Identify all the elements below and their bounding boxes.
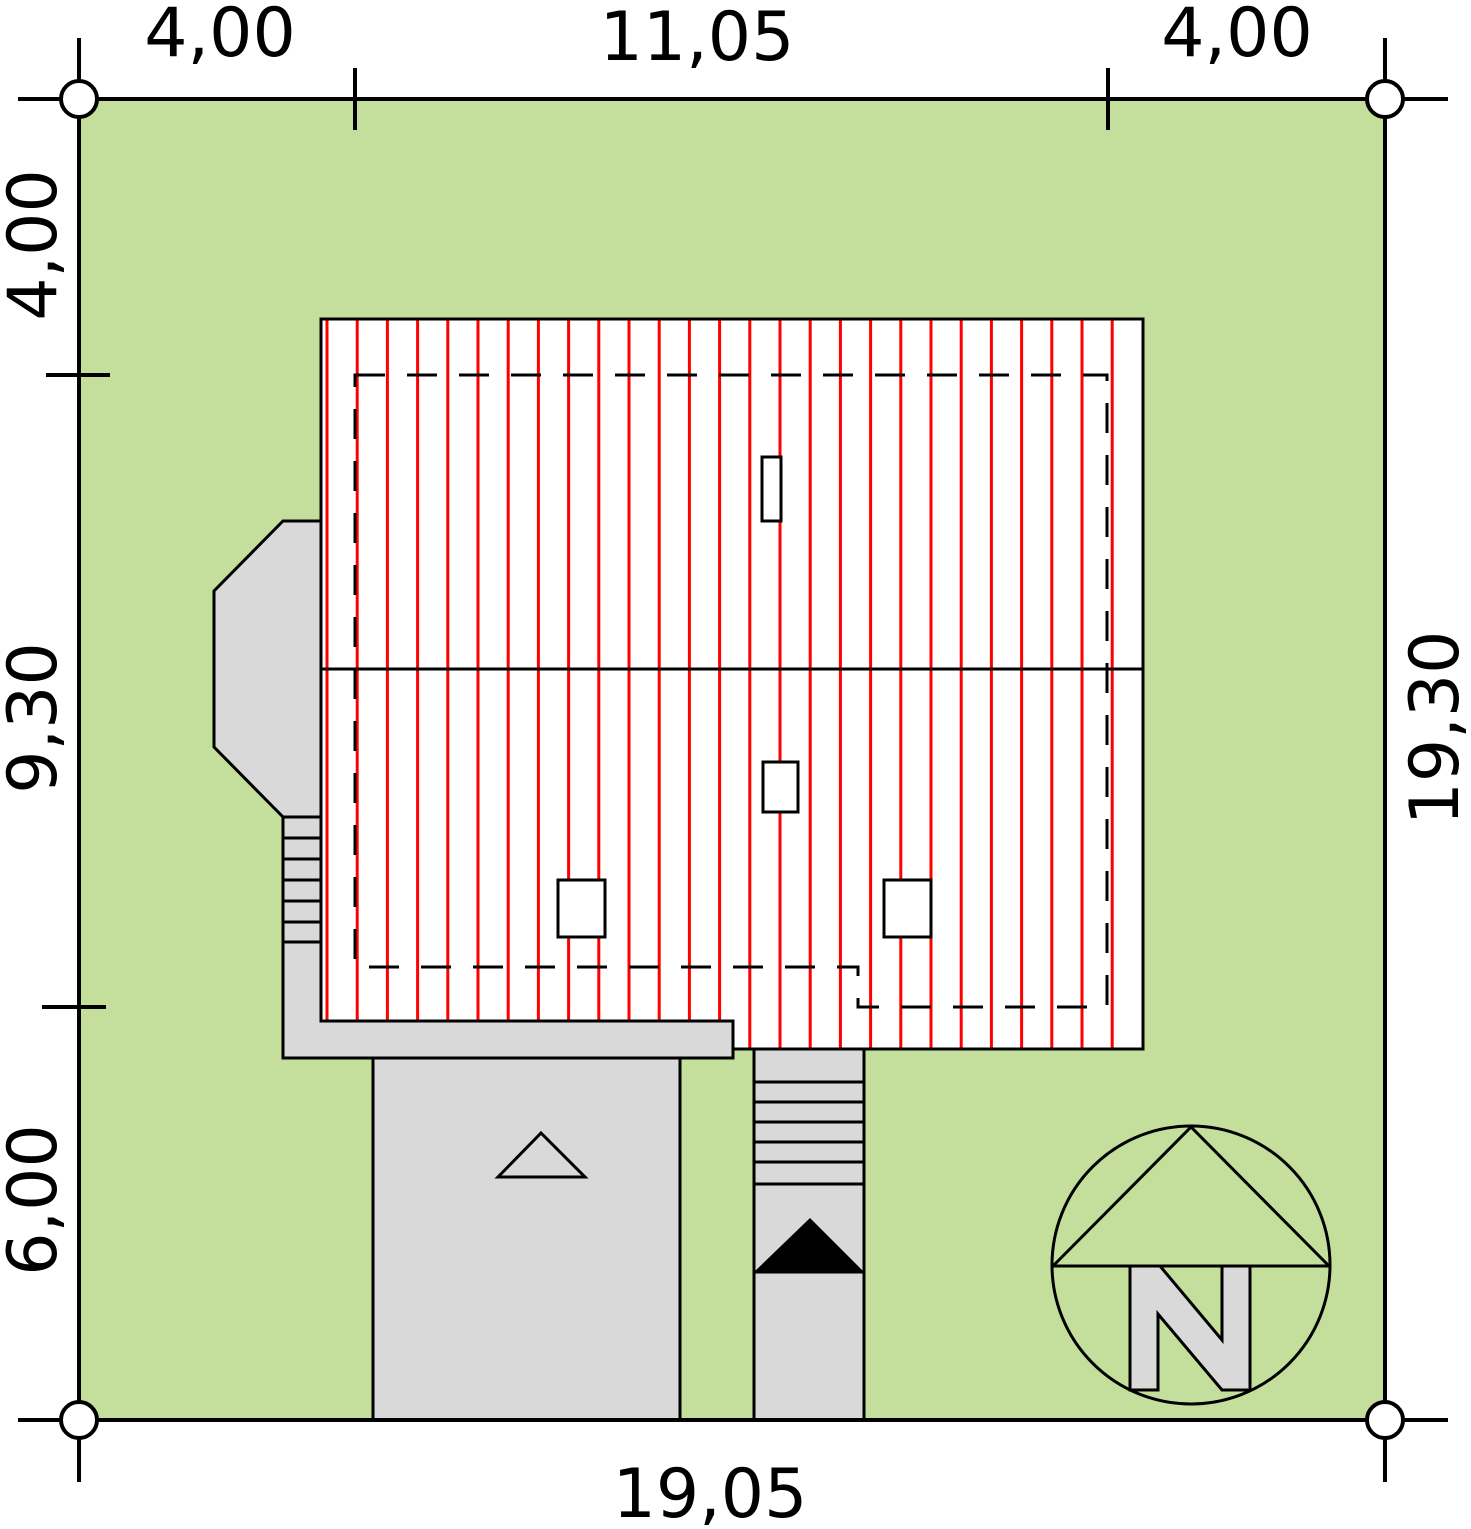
skylight	[882, 878, 933, 939]
corner-markers	[59, 79, 1405, 1440]
north-letter-icon	[1128, 1264, 1252, 1392]
building-outline-dashed	[353, 373, 1109, 1009]
dim-left-middle: 9,30	[0, 642, 73, 793]
dim-left-top: 4,00	[0, 169, 73, 320]
dimension-lines	[18, 38, 1448, 1482]
dim-left-bottom: 6,00	[0, 1124, 73, 1275]
dim-bottom: 19,05	[613, 1455, 808, 1529]
dim-right: 19,30	[1396, 631, 1471, 826]
garage-entry-triangle-icon	[494, 1130, 589, 1179]
chimney	[760, 455, 783, 523]
dim-top-middle: 11,05	[600, 0, 795, 77]
skylight	[556, 878, 607, 939]
roof	[321, 319, 1143, 1049]
entrance-stairs	[754, 1080, 864, 1186]
main-entrance-triangle-icon	[754, 1218, 864, 1272]
dim-top-left: 4,00	[144, 0, 295, 73]
terrace-stairs	[283, 815, 321, 944]
chimney	[761, 760, 800, 814]
north-compass-icon: N	[1050, 1124, 1332, 1406]
roof-outline	[319, 317, 1145, 1051]
dim-top-right: 4,00	[1161, 0, 1312, 73]
driveway	[371, 1056, 682, 1422]
